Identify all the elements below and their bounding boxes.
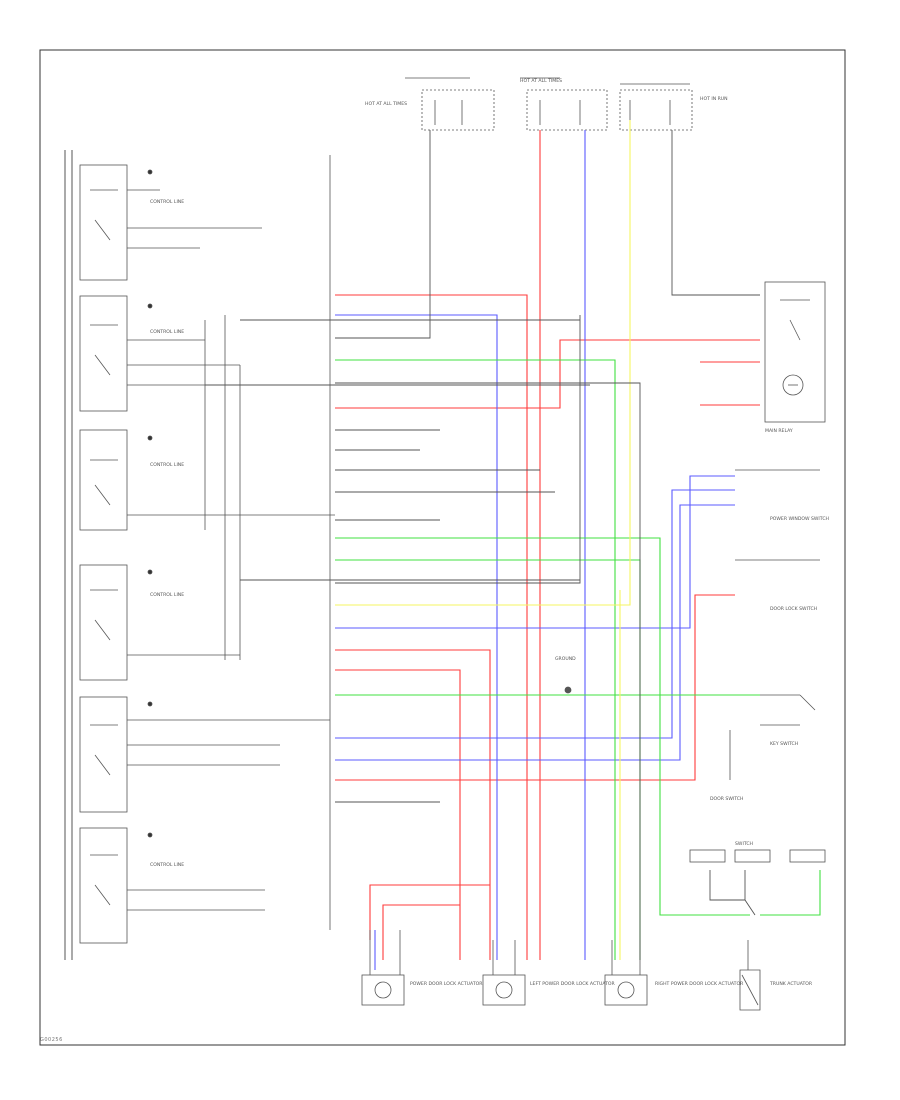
- relay-block-2: [79, 295, 240, 412]
- relay-block-4: [79, 564, 240, 681]
- power-window-switch: [735, 469, 820, 561]
- gray-wires: [205, 130, 760, 960]
- fuse-block-1: [405, 77, 495, 131]
- motor-3-caption: RIGHT POWER DOOR LOCK ACTUATOR: [655, 981, 744, 987]
- relay-block-3: [79, 429, 335, 531]
- key-switch: [729, 694, 816, 780]
- relay-block-6: [79, 827, 265, 944]
- figure-id: G00256: [40, 1037, 63, 1043]
- key-switch-caption: KEY SWITCH: [770, 741, 798, 747]
- bottom-switches: [689, 849, 826, 863]
- ground-caption: GROUND: [555, 656, 576, 662]
- yellow-wires: [335, 120, 631, 960]
- relay-1-caption: CONTROL LINE: [150, 199, 184, 205]
- motor-1-caption: POWER DOOR LOCK ACTUATOR: [410, 981, 483, 987]
- motor-2: [482, 974, 526, 1006]
- fuse-3-caption: HOT IN RUN: [700, 96, 728, 102]
- relay-2-caption: CONTROL LINE: [150, 329, 184, 335]
- relay-block-5: [79, 696, 330, 813]
- power-window-switch-caption: POWER WINDOW SWITCH: [770, 516, 829, 522]
- relay-6-caption: CONTROL LINE: [150, 862, 184, 868]
- motor-1: [361, 974, 405, 1006]
- fuse-2-caption: HOT AT ALL TIMES: [520, 78, 562, 84]
- relay-3-caption: CONTROL LINE: [150, 462, 184, 468]
- fuse-1-caption: HOT AT ALL TIMES: [365, 101, 407, 107]
- ground-junction: [564, 686, 572, 694]
- motor-connector-stubs: [369, 930, 749, 975]
- relay-4-caption: CONTROL LINE: [150, 592, 184, 598]
- main-relay-caption: MAIN RELAY: [765, 428, 793, 434]
- blue-wires: [335, 130, 735, 970]
- diagram-frame: [39, 49, 846, 1046]
- motor-4-caption: TRUNK ACTUATOR: [769, 981, 813, 987]
- main-relay: [764, 281, 826, 423]
- red-wires: [335, 130, 760, 960]
- door-lock-switch-caption: DOOR LOCK SWITCH: [770, 606, 817, 612]
- motor-4: [739, 969, 761, 1011]
- left-bus-lines: [204, 155, 331, 930]
- left-control-module: [64, 150, 73, 960]
- motor-3: [604, 974, 648, 1006]
- motor-2-caption: LEFT POWER DOOR LOCK ACTUATOR: [530, 981, 616, 987]
- fuse-block-2: [520, 77, 608, 131]
- relay-block-1: [79, 164, 262, 281]
- fuse-block-3: [619, 83, 693, 131]
- door-switch-caption: DOOR SWITCH: [710, 796, 743, 802]
- bottom-switches-caption: SWITCH: [735, 841, 753, 847]
